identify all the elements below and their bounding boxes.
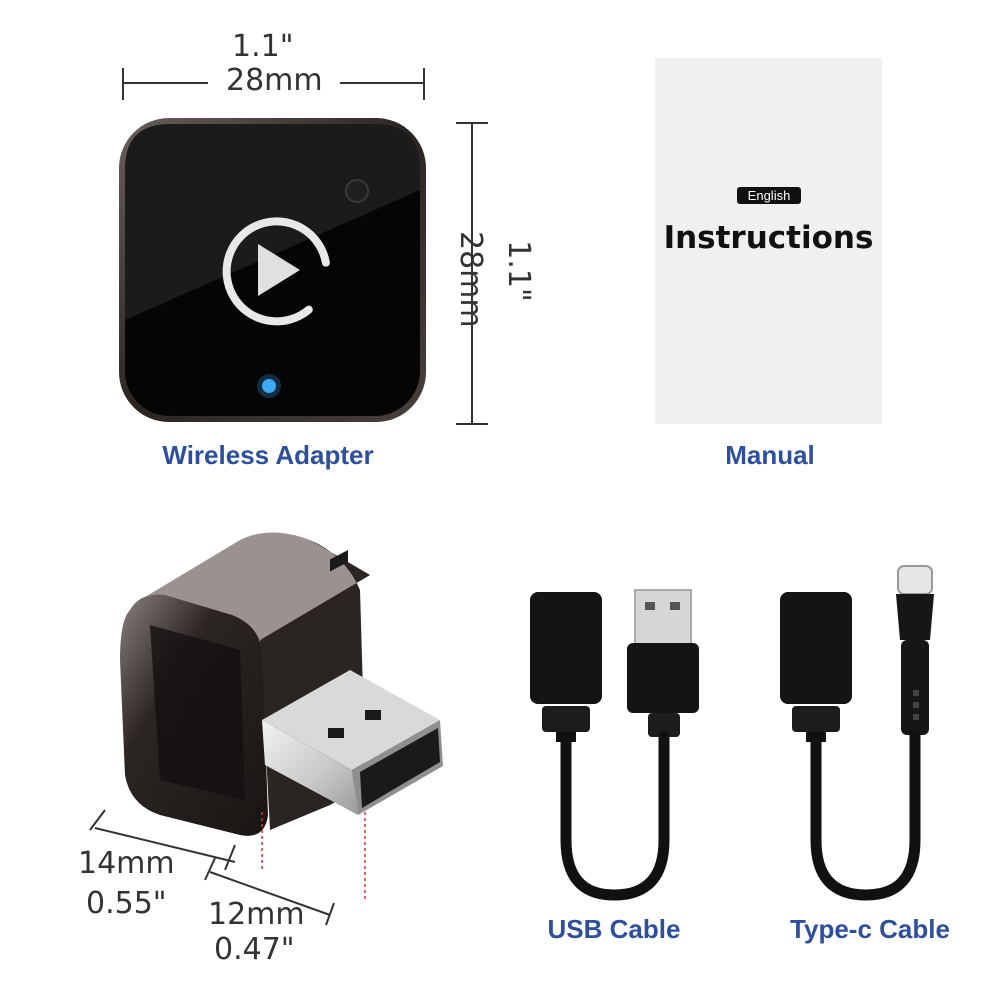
plug-mm-label: 12mm [208,897,305,932]
language-badge: English [737,187,801,204]
depth-mm-label: 14mm [78,846,175,881]
width-mm-label: 28mm [226,63,323,98]
usb-cable-caption: USB Cable [547,914,681,944]
width-inch-label: 1.1" [232,29,294,64]
manual-caption: Manual [725,440,815,470]
depth-inch-label: 0.55" [86,886,167,921]
plug-inch-label: 0.47" [214,932,295,967]
manual-booklet: English Instructions [655,58,882,424]
manual-title: Instructions [663,220,874,256]
wireless-adapter-caption: Wireless Adapter [162,440,374,470]
typec-cable-caption: Type-c Cable [790,914,950,944]
